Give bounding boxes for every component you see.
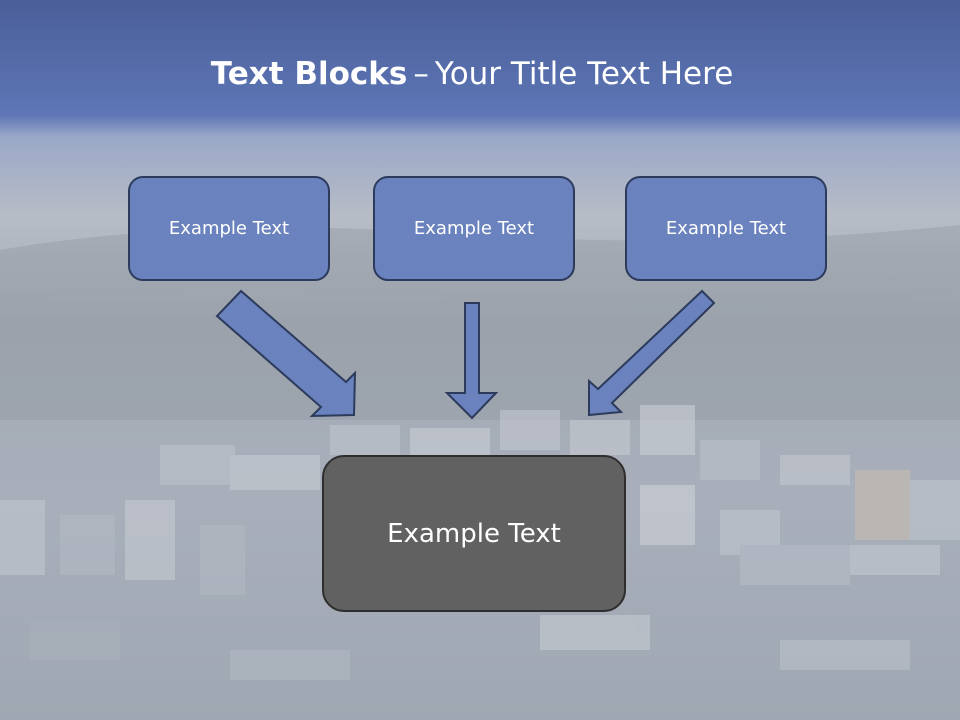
- title-rest: Your Title Text Here: [434, 56, 734, 92]
- slide-title: Text Blocks–Your Title Text Here: [0, 52, 944, 96]
- arrow-right: [588, 289, 716, 417]
- title-separator: –: [413, 56, 429, 92]
- arrow-left: [215, 289, 357, 418]
- arrow-center: [444, 302, 499, 420]
- title-bold: Text Blocks: [210, 56, 408, 92]
- top-box-3-label: Example Text: [665, 218, 787, 239]
- bottom-box-label: Example Text: [387, 518, 561, 549]
- city-buildings: [0, 405, 960, 680]
- top-box-3: Example Text: [625, 176, 827, 281]
- bottom-box: Example Text: [322, 455, 626, 612]
- top-box-1: Example Text: [128, 176, 330, 281]
- top-box-2-label: Example Text: [413, 218, 535, 239]
- top-box-2: Example Text: [373, 176, 575, 281]
- top-box-1-label: Example Text: [168, 218, 290, 239]
